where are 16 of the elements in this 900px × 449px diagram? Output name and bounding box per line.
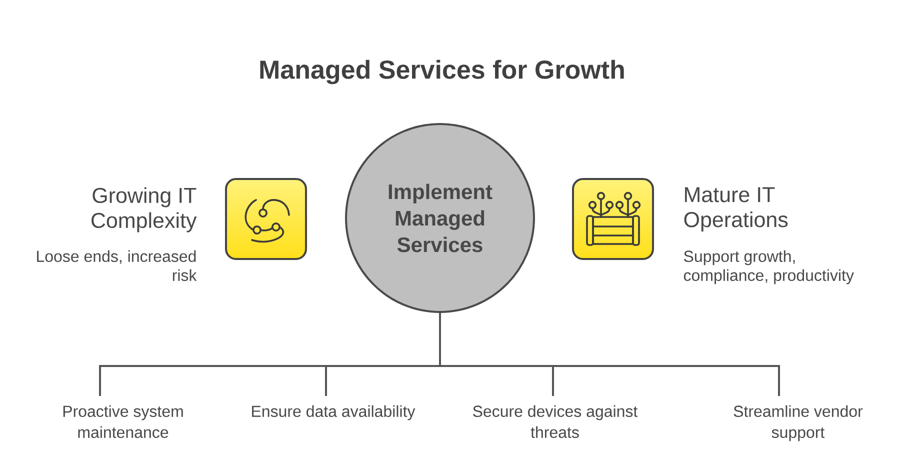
branch-text: Streamline vendor support bbox=[734, 405, 863, 442]
heading: Mature IT Operations bbox=[684, 187, 788, 232]
heading: Growing IT Complexity bbox=[92, 187, 197, 232]
description: Support growth, compliance, productivity bbox=[684, 250, 854, 284]
description: Loose ends, increased risk bbox=[37, 250, 197, 281]
connector-line bbox=[325, 366, 327, 396]
connector-line bbox=[99, 365, 326, 396]
connector-line bbox=[552, 366, 554, 396]
connector-line bbox=[326, 365, 440, 367]
title: Managed Services for Growth bbox=[260, 60, 624, 84]
connector-line bbox=[440, 365, 553, 367]
connector-line bbox=[439, 313, 441, 366]
connector-line bbox=[553, 365, 780, 396]
branch-text: Secure devices against threats bbox=[473, 405, 638, 438]
branch-text: Proactive system maintenance bbox=[63, 405, 183, 438]
branch-text: Ensure data availability bbox=[252, 405, 416, 420]
